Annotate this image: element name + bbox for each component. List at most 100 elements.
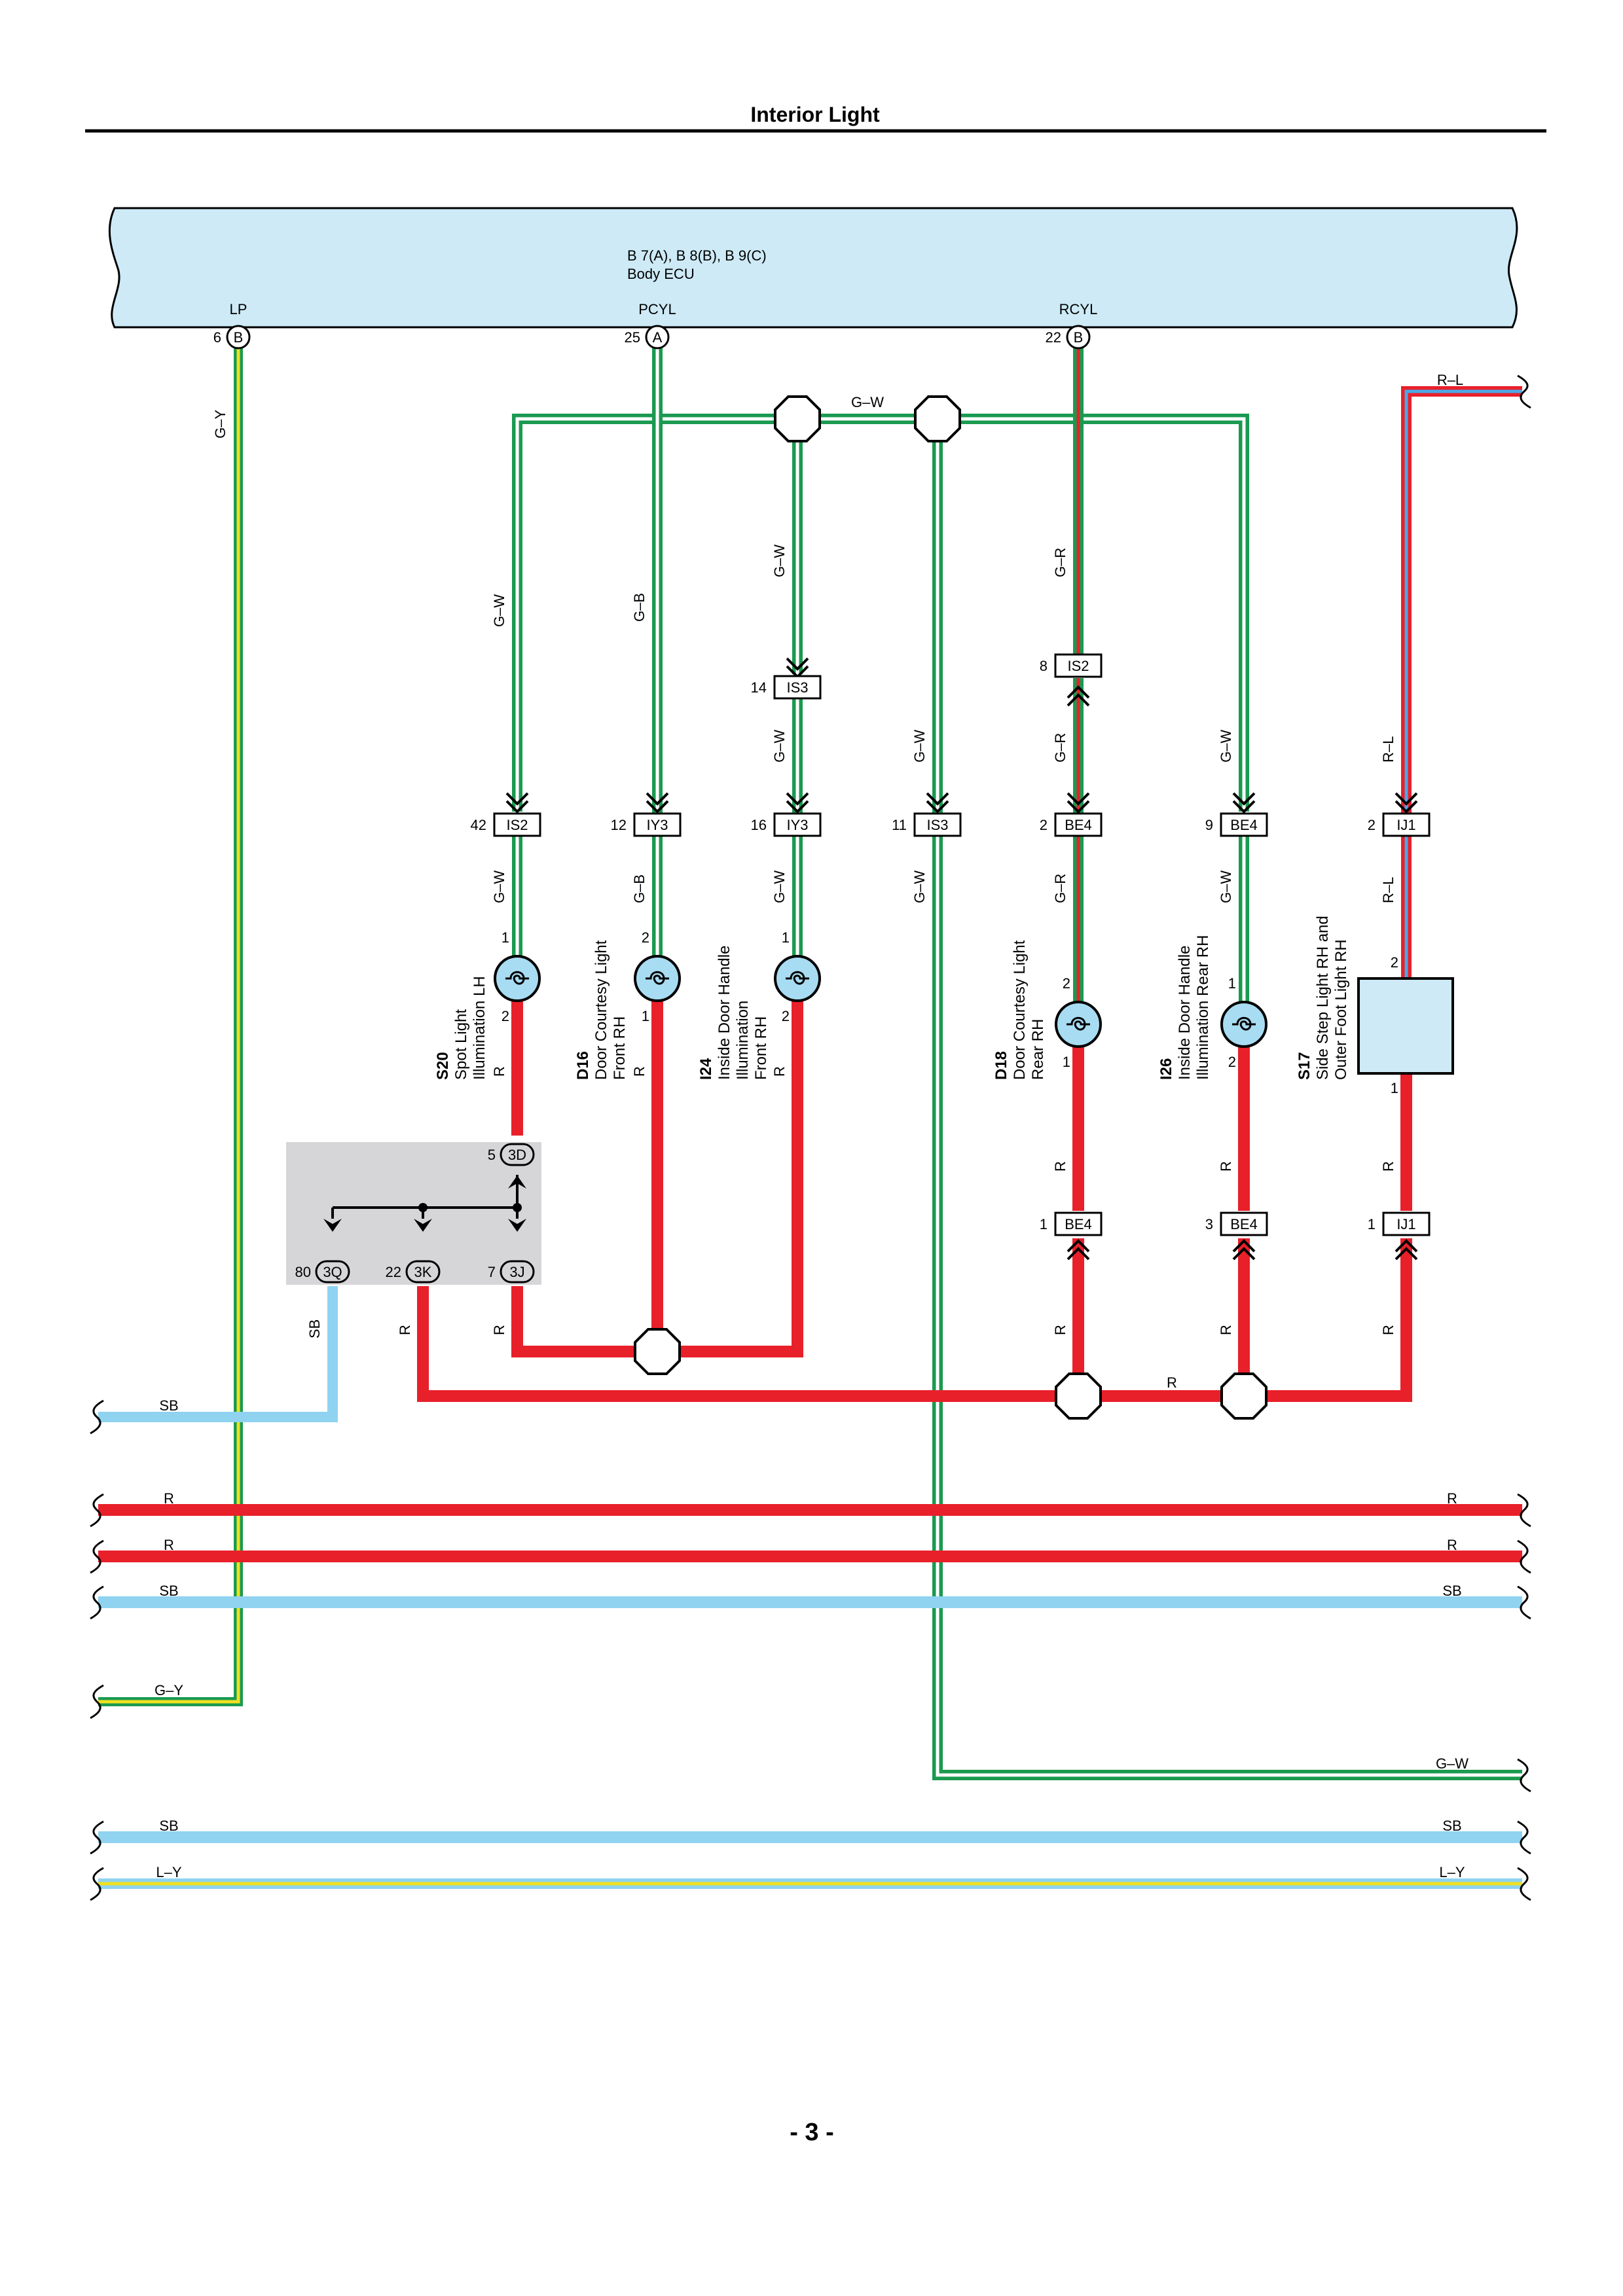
terminal-lp-conn: B [234, 329, 244, 346]
wire-rl [1401, 386, 1522, 978]
conn-b7-name: IJ1 [1396, 1216, 1415, 1232]
conn-c3-name: IY3 [786, 817, 808, 833]
break-marks [90, 374, 1531, 1901]
svg-text:G–W: G–W [1218, 870, 1234, 903]
page-title: Interior Light [750, 103, 880, 126]
svg-text:G–R: G–R [1052, 733, 1068, 762]
svg-text:2: 2 [782, 1008, 790, 1024]
svg-text:G–R: G–R [1052, 548, 1068, 577]
terminal-lp-circle [226, 325, 251, 350]
svg-text:G–W: G–W [491, 870, 507, 903]
junction-o3-pin: 7 [488, 1264, 496, 1280]
conn-c7-pin: 2 [1368, 817, 1376, 833]
svg-text:R–L: R–L [1380, 877, 1396, 903]
wire-labels-horizontal: G–W R–L R SB R R R R SB SB G–Y G–W SB SB… [155, 372, 1468, 1880]
svg-text:R–L: R–L [1437, 372, 1463, 388]
lamp-pins: 1 2 2 1 1 2 2 1 1 2 2 1 [501, 929, 1398, 1096]
terminal-pcyl-pin: 25 [625, 329, 640, 346]
svg-text:2: 2 [1391, 954, 1398, 971]
svg-text:2: 2 [642, 929, 649, 946]
svg-text:1: 1 [1391, 1080, 1398, 1096]
svg-text:G–B: G–B [631, 874, 647, 903]
wire-r-returns [417, 998, 1412, 1402]
svg-text:Outer Foot Light RH: Outer Foot Light RH [1332, 939, 1350, 1080]
ecu-name: Body ECU [627, 266, 695, 282]
svg-text:G–W: G–W [1436, 1755, 1468, 1772]
lamp-i24-label: I24 Inside Door Handle Illumination Fron… [697, 946, 770, 1080]
terminal-pcyl-name: PCYL [638, 301, 676, 317]
ecu-connectors: B 7(A), B 8(B), B 9(C) [627, 247, 767, 264]
chevrons-up [1067, 685, 1418, 1261]
svg-text:R: R [631, 1066, 647, 1077]
svg-text:Inside Door Handle: Inside Door Handle [716, 946, 733, 1080]
svg-text:R: R [1052, 1325, 1068, 1335]
svg-text:1: 1 [501, 929, 509, 946]
conn-c1-name: IS2 [506, 817, 528, 833]
svg-text:Illumination: Illumination [734, 1001, 752, 1080]
conn-c2-pin: 12 [611, 817, 627, 833]
svg-text:Rear RH: Rear RH [1029, 1019, 1047, 1080]
conn-is3-top-name: IS3 [786, 679, 808, 696]
svg-text:I24: I24 [697, 1058, 715, 1080]
svg-text:R: R [1218, 1325, 1234, 1335]
svg-text:G–W: G–W [911, 730, 928, 762]
wire-sb-junction [98, 1286, 338, 1422]
svg-text:Door Courtesy Light: Door Courtesy Light [1011, 940, 1029, 1080]
svg-text:R: R [164, 1537, 174, 1553]
svg-text:SB: SB [1442, 1818, 1461, 1834]
conn-c2-name: IY3 [646, 817, 668, 833]
svg-text:R: R [1218, 1161, 1234, 1172]
wire-labels-vertical: G–Y G–W G–B G–W G–R G–W G–W G–R G–W R–L … [212, 410, 1396, 1338]
svg-text:S17: S17 [1296, 1052, 1313, 1080]
svg-text:SB: SB [1442, 1583, 1461, 1599]
svg-text:R–L: R–L [1380, 736, 1396, 762]
wire-gw-long [932, 442, 1522, 1780]
wire-gy [98, 348, 243, 1706]
terminal-rcyl-pin: 22 [1046, 329, 1061, 346]
conn-b6-name: BE4 [1230, 1216, 1258, 1232]
conn-is3-top-pin: 14 [751, 679, 767, 696]
lamp-d18-label: D18 Door Courtesy Light Rear RH [993, 940, 1047, 1080]
svg-text:G–W: G–W [1218, 730, 1234, 762]
svg-text:G–B: G–B [631, 593, 647, 622]
svg-text:2: 2 [1228, 1054, 1236, 1070]
svg-text:1: 1 [1063, 1054, 1070, 1070]
terminal-pcyl-conn: A [653, 329, 663, 346]
svg-text:R: R [1380, 1325, 1396, 1335]
body-ecu-box [108, 207, 1518, 329]
wire-gw-bus [512, 414, 1249, 812]
svg-text:R: R [1380, 1161, 1396, 1172]
page-number: - 3 - [790, 2119, 834, 2146]
svg-text:Illumination Rear RH: Illumination Rear RH [1194, 935, 1212, 1080]
conn-is2-top-pin: 8 [1040, 658, 1048, 674]
conn-c5-pin: 2 [1040, 817, 1048, 833]
svg-text:R: R [491, 1325, 507, 1335]
svg-text:2: 2 [1063, 975, 1070, 992]
svg-text:G–W: G–W [771, 870, 788, 903]
junction-top-pin: 5 [488, 1147, 496, 1163]
terminal-pcyl-circle [645, 325, 670, 350]
ecu-terminals [226, 325, 1091, 350]
conn-b6-pin: 3 [1205, 1216, 1213, 1232]
conn-b7-pin: 1 [1368, 1216, 1376, 1232]
lamp-i26-label: I26 Inside Door Handle Illumination Rear… [1158, 935, 1212, 1080]
junction-o2-name: 3K [414, 1264, 432, 1280]
svg-text:1: 1 [642, 1008, 649, 1024]
conn-c3-pin: 16 [751, 817, 767, 833]
svg-text:R: R [397, 1325, 413, 1335]
splice-gw-2 [914, 395, 961, 442]
svg-text:L–Y: L–Y [1439, 1864, 1465, 1880]
svg-text:G–W: G–W [771, 545, 788, 577]
junction-o3-name: 3J [509, 1264, 524, 1280]
svg-text:G–W: G–W [771, 730, 788, 762]
svg-text:G–Y: G–Y [212, 410, 228, 439]
conn-b5-name: BE4 [1065, 1216, 1092, 1232]
svg-text:L–Y: L–Y [156, 1864, 181, 1880]
svg-text:2: 2 [501, 1008, 509, 1024]
splice-r-1 [634, 1328, 681, 1375]
terminal-rcyl-name: RCYL [1059, 301, 1098, 317]
svg-text:SB: SB [159, 1818, 178, 1834]
conn-is2-top-name: IS2 [1067, 658, 1089, 674]
svg-text:G–W: G–W [911, 870, 928, 903]
